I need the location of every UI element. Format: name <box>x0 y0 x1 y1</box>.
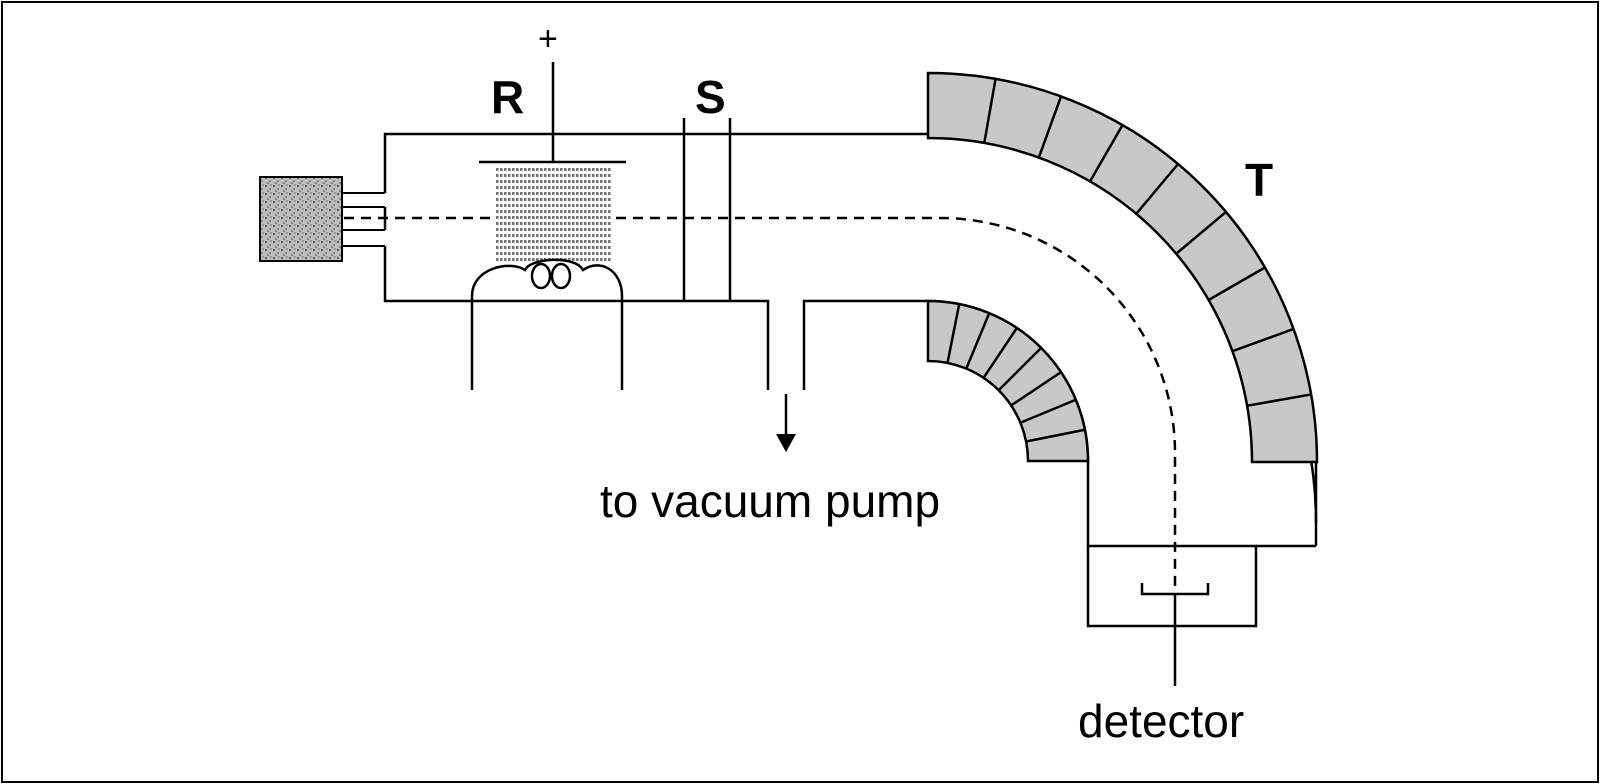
heated-filament <box>470 258 624 390</box>
magnet-segment-divider <box>946 303 961 364</box>
ion-beam-path <box>344 216 1177 590</box>
detector-housing <box>1086 544 1316 686</box>
region-r-label: R <box>491 71 524 123</box>
magnet-segment-divider <box>983 78 997 144</box>
magnet-segment-divider <box>1232 327 1294 353</box>
grid-voltage-label: + <box>538 20 558 58</box>
detector-label: detector <box>1078 695 1244 747</box>
magnet-segment-divider <box>1010 371 1062 407</box>
magnet-segment-divider <box>1175 210 1227 255</box>
region-t-label: T <box>1245 154 1273 206</box>
magnet-segment-divider <box>1037 96 1063 158</box>
ionising-grid <box>479 62 626 261</box>
magnet-segment-divider <box>965 312 991 370</box>
accelerating-plates <box>682 118 732 301</box>
magnet-segment-divider <box>1135 163 1180 215</box>
ionisation-chamber <box>383 132 928 390</box>
magnet-segment-divider <box>997 346 1043 392</box>
pump-label: to vacuum pump <box>600 475 940 527</box>
magnet-segment-divider <box>1088 124 1124 183</box>
magnet-inner <box>926 299 1090 463</box>
magnet-segment-divider <box>1207 266 1266 302</box>
magnet-segment-divider <box>1246 393 1312 407</box>
region-s-label: S <box>695 71 726 123</box>
magnet-segment-divider <box>1025 428 1086 443</box>
sample-source <box>259 176 343 262</box>
pump-arrow <box>776 394 796 452</box>
inlet-tube <box>342 192 385 247</box>
magnet-segment-divider <box>1019 398 1077 424</box>
magnet-outer <box>926 71 1319 464</box>
magnet-segment-divider <box>982 327 1018 379</box>
